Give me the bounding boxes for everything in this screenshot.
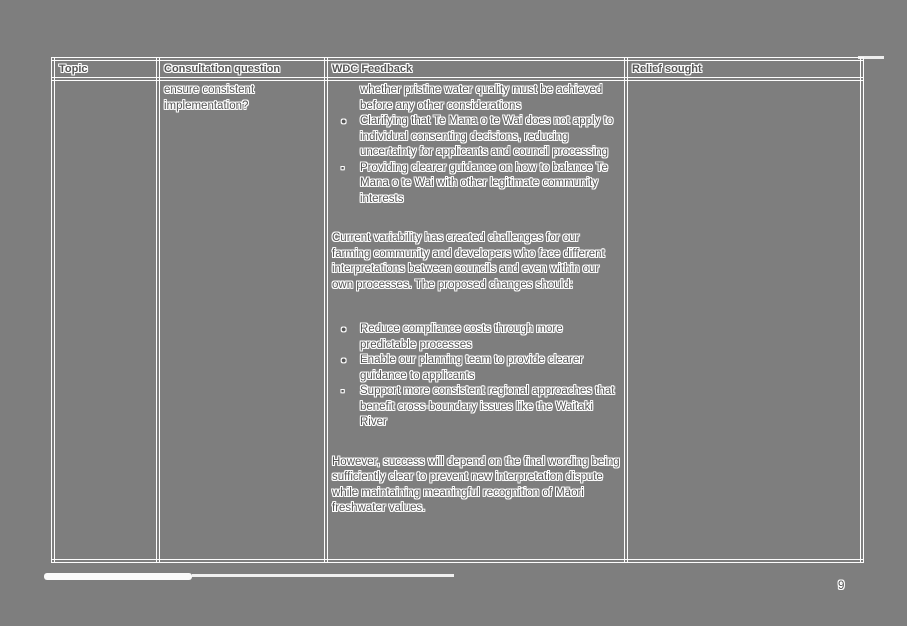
column-header-relief-sought: Relief sought — [624, 57, 864, 81]
circle-bullet-icon: ● — [341, 116, 347, 126]
bullet-item: ● Clarifying that Te Mana o te Wai does … — [332, 114, 620, 161]
square-bullet-icon: ▪ — [341, 162, 345, 173]
column-header-wdc-feedback: WDC Feedback — [324, 57, 628, 81]
bullet-item: ▪ Support more consistent regional appro… — [332, 384, 620, 431]
feedback-paragraph: However, success will depend on the fina… — [332, 455, 620, 515]
scan-artifact-dash — [858, 56, 884, 59]
circle-bullet-icon: ● — [341, 355, 347, 365]
table-header-row: Topic Consultation question WDC Feedback… — [51, 57, 864, 81]
page-number: 9 — [838, 580, 845, 592]
topic-cell — [51, 77, 160, 563]
bullet-text: Support more consistent regional approac… — [360, 385, 615, 428]
bullet-item: ▪ Providing clearer guidance on how to b… — [332, 161, 620, 208]
bullet-item: ● Enable our planning team to provide cl… — [332, 353, 620, 384]
bullet-text: Clarifying that Te Mana o te Wai does no… — [360, 115, 614, 158]
feedback-paragraph: Current variability has created challeng… — [332, 232, 605, 291]
scan-artifact-line — [192, 574, 454, 577]
wdc-feedback-cell: whether pristine water quality must be a… — [324, 77, 628, 563]
relief-sought-cell — [624, 77, 864, 563]
column-header-topic: Topic — [51, 57, 160, 81]
bullet-text: Reduce compliance costs through more pre… — [360, 323, 563, 351]
bullet-continuation-text: whether pristine water quality must be a… — [360, 84, 603, 112]
column-header-consultation-question: Consultation question — [156, 57, 328, 81]
consultation-question-cell: ensure consistent implementation? — [156, 77, 328, 563]
square-bullet-icon: ▪ — [341, 386, 345, 396]
consultation-feedback-table: Topic Consultation question WDC Feedback… — [51, 57, 864, 563]
bullet-item: ● Reduce compliance costs through more p… — [332, 322, 620, 353]
scan-artifact-bar — [44, 573, 192, 580]
table-row: ensure consistent implementation? whethe… — [51, 77, 864, 563]
bullet-text: Enable our planning team to provide clea… — [360, 354, 584, 382]
circle-bullet-icon: ● — [341, 324, 347, 334]
consultation-question-text: ensure consistent implementation? — [164, 84, 255, 112]
bullet-text: Providing clearer guidance on how to bal… — [360, 161, 608, 205]
